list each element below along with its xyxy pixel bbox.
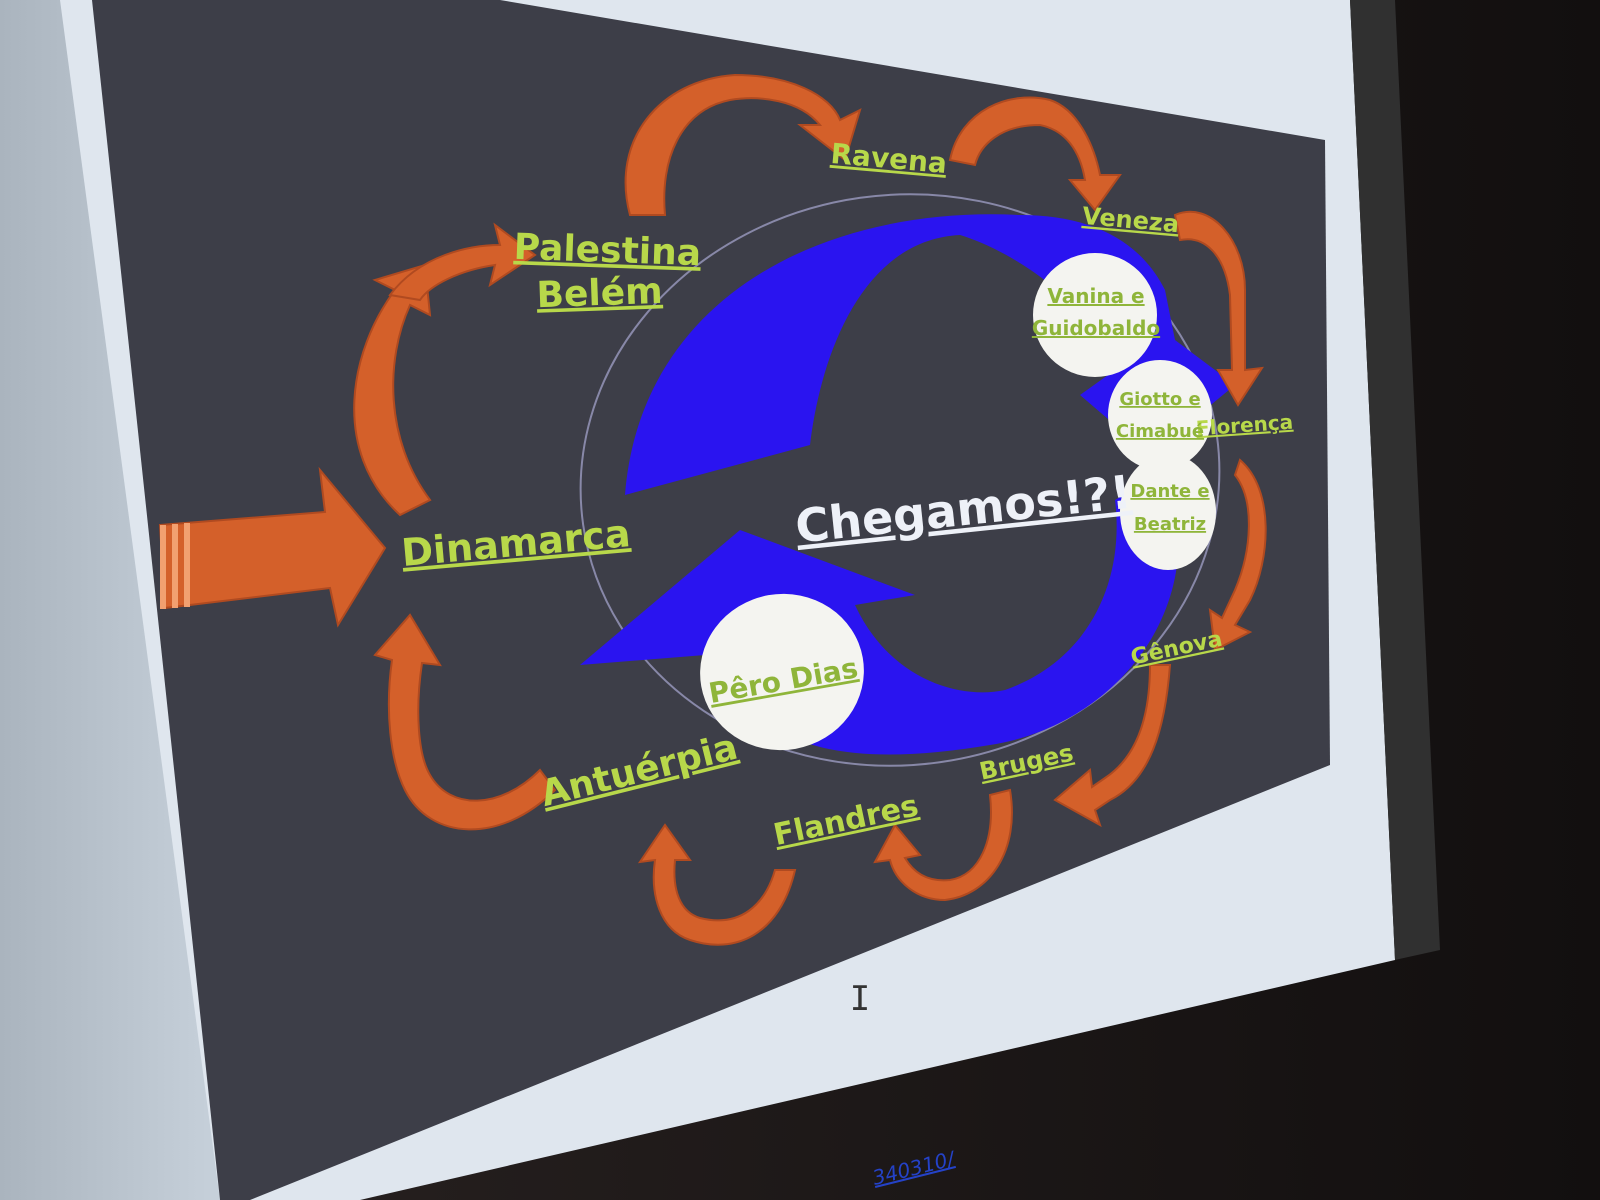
arc-arrow-veneza [948, 96, 1122, 212]
label-palestina: Palestina [513, 227, 702, 275]
text-cursor: I [850, 979, 870, 1019]
arc-arrow-antuerpia [637, 823, 797, 946]
bubble-pero [700, 593, 864, 751]
bubble-vanina [1033, 253, 1157, 377]
arc-arrow-bruges [1053, 664, 1172, 828]
screen-edge [1350, 0, 1440, 960]
bubble-giotto-line2: Cimabué [1116, 421, 1204, 442]
blue-cycle-arrow-bottom [580, 470, 1179, 755]
entry-arrow-stripe [172, 524, 178, 608]
arc-arrow-genova [1208, 458, 1267, 652]
bubble-vanina-line1: Vanina e [1047, 284, 1144, 308]
arc-arrow-flandres [873, 788, 1013, 902]
arc-arrow-return [373, 613, 557, 831]
bubble-giotto [1108, 360, 1212, 470]
entry-arrow-stripe [184, 523, 190, 607]
arc-arrow-florenca [1173, 210, 1264, 407]
bubble-giotto-line1: Giotto e [1119, 389, 1200, 410]
label-belem: Belém [536, 271, 663, 316]
entry-arrow-stripe [160, 525, 166, 609]
entry-arrow [158, 466, 387, 628]
bubble-dante [1120, 454, 1216, 570]
arc-arrow-dinamarca [353, 263, 432, 517]
bubble-dante-line2: Beatriz [1134, 514, 1206, 535]
bubble-vanina-line2: Guidobaldo [1032, 316, 1160, 340]
left-wall [0, 0, 230, 1200]
arc-arrow-palestina [388, 222, 537, 302]
cycle-outline [579, 193, 1221, 767]
bubble-dante-line1: Dante e [1130, 481, 1209, 502]
arc-arrow-ravena [624, 73, 862, 216]
